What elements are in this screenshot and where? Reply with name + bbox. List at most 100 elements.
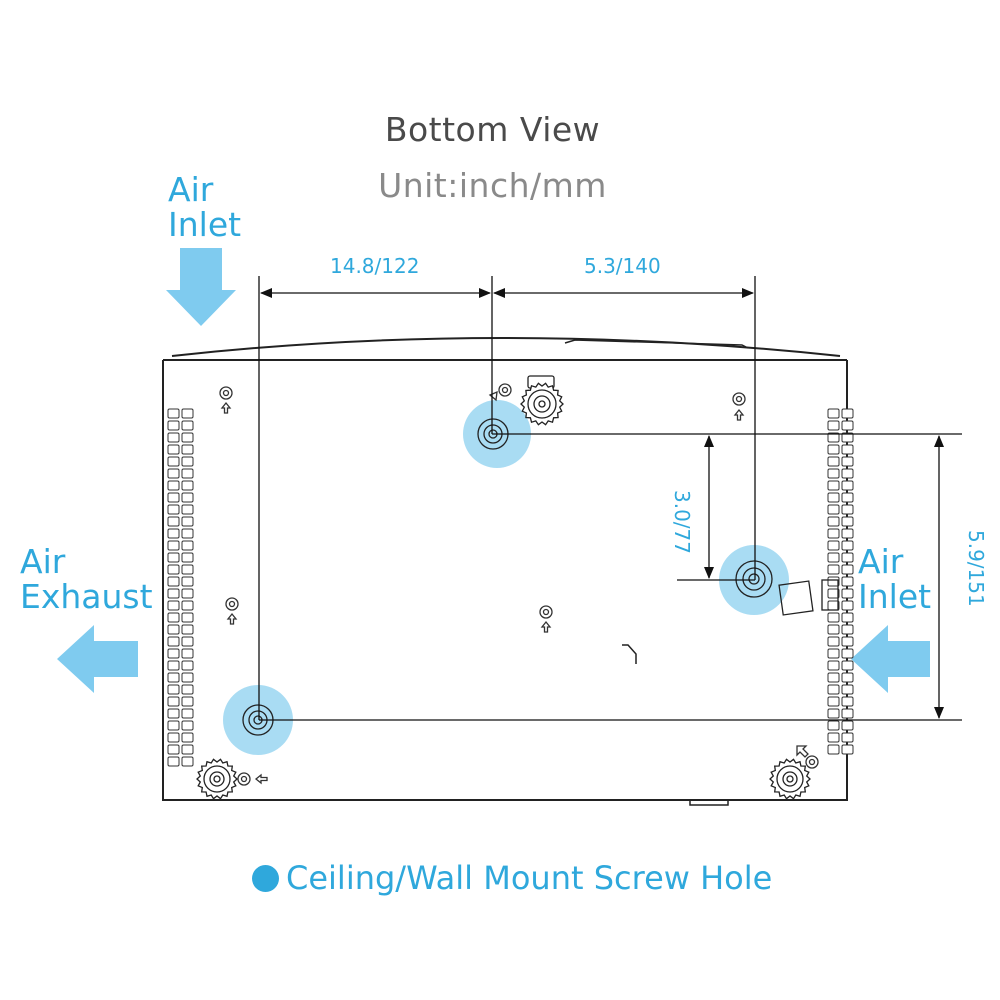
vent-slot [181, 408, 194, 419]
vent-slot [841, 420, 854, 431]
left-arrow-icon [851, 625, 930, 693]
vent-slot [181, 636, 194, 647]
vent-slot [181, 420, 194, 431]
vent-slot [827, 528, 840, 539]
vent-slot [167, 588, 180, 599]
vent-slot [167, 468, 180, 479]
dimension-top-left: 14.8/122 [330, 254, 420, 278]
vent-slot [841, 660, 854, 671]
vent-slot [181, 648, 194, 659]
vent-grille-right [827, 408, 854, 755]
vent-slot [841, 540, 854, 551]
vent-slot [841, 408, 854, 419]
vent-slot [167, 612, 180, 623]
vent-slot [167, 552, 180, 563]
vent-slot [841, 588, 854, 599]
vent-slot [827, 732, 840, 743]
vent-slot [841, 684, 854, 695]
vent-slot [167, 600, 180, 611]
vent-slot [841, 672, 854, 683]
vent-slot [827, 504, 840, 515]
vent-slot [167, 624, 180, 635]
vent-slot [841, 648, 854, 659]
slot [821, 579, 839, 611]
vent-slot [841, 636, 854, 647]
vent-slot [827, 516, 840, 527]
vent-slot [181, 744, 194, 755]
vent-slot [841, 732, 854, 743]
vent-slot [181, 492, 194, 503]
vent-grille-left [167, 408, 194, 767]
vent-slot [181, 624, 194, 635]
vent-slot [841, 612, 854, 623]
legend-label: Ceiling/Wall Mount Screw Hole [286, 859, 773, 897]
vent-slot [841, 492, 854, 503]
vent-slot [181, 720, 194, 731]
vent-slot [827, 708, 840, 719]
vent-slot [181, 516, 194, 527]
vent-slot [827, 492, 840, 503]
vent-slot [841, 516, 854, 527]
gear-outline [196, 758, 238, 800]
vent-slot [181, 588, 194, 599]
dimension-top-right: 5.3/140 [584, 254, 661, 278]
vent-slot [167, 684, 180, 695]
vent-slot [827, 432, 840, 443]
page-title: Bottom View [384, 110, 601, 149]
gear-outline [520, 382, 564, 426]
left-arrow-icon [57, 625, 138, 693]
vent-slot [181, 756, 194, 767]
vent-slot [827, 660, 840, 671]
vent-slot [827, 624, 840, 635]
square-recess [778, 580, 814, 616]
gear-ring [203, 765, 231, 793]
vent-slot [841, 744, 854, 755]
vent-slot [167, 672, 180, 683]
vent-slot [841, 468, 854, 479]
vent-slot [167, 660, 180, 671]
vent-slot [167, 648, 180, 659]
vent-slot [181, 732, 194, 743]
screw-holes [219, 383, 819, 786]
vent-slot [827, 540, 840, 551]
gear-outline [769, 758, 811, 800]
vent-slot [167, 528, 180, 539]
vent-slot [841, 564, 854, 575]
vent-slot [827, 564, 840, 575]
vent-slot [181, 528, 194, 539]
vent-slot [167, 744, 180, 755]
vent-slot [167, 456, 180, 467]
vent-slot [827, 552, 840, 563]
vent-slot [827, 636, 840, 647]
vent-slot [827, 408, 840, 419]
vent-slot [181, 564, 194, 575]
vent-slot [167, 420, 180, 431]
foot-gear-icon [520, 382, 564, 426]
vent-slot [181, 612, 194, 623]
gear-ring [538, 400, 546, 408]
mount-highlight [223, 685, 293, 755]
vent-slot [181, 432, 194, 443]
vent-slot [167, 564, 180, 575]
vent-slot [841, 456, 854, 467]
vent-slot [827, 696, 840, 707]
vent-slot [181, 708, 194, 719]
vent-slot [841, 720, 854, 731]
foot-gear-icon [769, 758, 811, 800]
vent-slot [167, 636, 180, 647]
vent-slot [167, 732, 180, 743]
vent-slot [181, 552, 194, 563]
vent-slot [181, 576, 194, 587]
vent-slot [181, 468, 194, 479]
gear-ring [782, 771, 798, 787]
vent-slot [827, 420, 840, 431]
vent-slot [841, 480, 854, 491]
vent-slot [841, 696, 854, 707]
vent-slot [181, 672, 194, 683]
small-hole-icon [219, 386, 233, 414]
vent-slot [841, 552, 854, 563]
air-inlet-right-label: Air Inlet [858, 542, 932, 616]
small-hole-icon [732, 392, 746, 421]
vent-slot [827, 648, 840, 659]
